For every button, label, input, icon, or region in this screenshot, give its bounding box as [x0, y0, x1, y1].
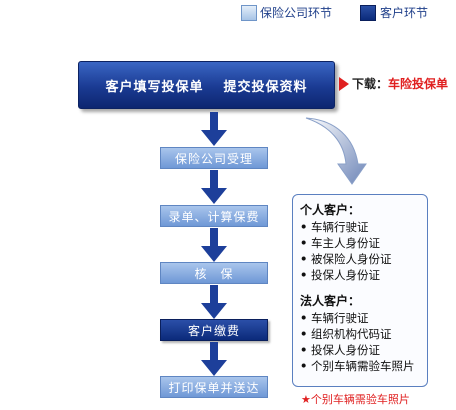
down-arrow-icon	[201, 112, 227, 146]
list-item: •组织机构代码证	[300, 327, 392, 341]
vehicle-photo-footnote: ★个别车辆需验车照片	[301, 393, 410, 406]
bullet-icon: •	[300, 252, 308, 266]
required-docs-panel: 个人客户： •车辆行驶证 •车主人身份证 •被保险人身份证 •投保人身份证 法人…	[292, 194, 428, 387]
legend-swatch-customer	[360, 5, 376, 21]
list-item: •被保险人身份证	[300, 252, 392, 266]
bullet-icon: •	[300, 220, 308, 234]
down-arrow-icon	[201, 342, 227, 376]
legend-label-company: 保险公司环节	[260, 6, 333, 20]
down-arrow-icon	[201, 170, 227, 204]
curved-arrow-icon	[305, 117, 367, 185]
list-item: •个别车辆需验车照片	[300, 359, 415, 373]
individual-docs-list: •车辆行驶证 •车主人身份证 •被保险人身份证 •投保人身份证	[300, 219, 427, 283]
bullet-icon: •	[300, 359, 308, 373]
step-underwriting: 核 保	[160, 262, 268, 284]
legend-label-customer: 客户环节	[380, 6, 429, 20]
bullet-icon: •	[300, 327, 308, 341]
bullet-icon: •	[300, 268, 308, 282]
legend-swatch-company	[241, 5, 257, 21]
individual-customer-title: 个人客户：	[300, 203, 361, 217]
fill-form-label: 客户填写投保单	[105, 79, 204, 95]
customer-submit-box: 客户填写投保单 提交投保资料	[78, 61, 335, 109]
list-item: •投保人身份证	[300, 268, 380, 282]
list-item: •车主人身份证	[300, 236, 380, 250]
download-form-link[interactable]: 车险投保单	[388, 77, 449, 91]
corporate-customer-title: 法人客户：	[300, 294, 361, 308]
step-print-deliver: 打印保单并送达	[160, 376, 268, 398]
bullet-icon: •	[300, 311, 308, 325]
down-arrow-icon	[201, 285, 227, 319]
download-prefix: 下载：	[352, 77, 389, 91]
bullet-icon: •	[300, 236, 308, 250]
list-item: •车辆行驶证	[300, 311, 369, 325]
download-line: 下载：车险投保单	[352, 76, 448, 92]
bullet-icon: •	[300, 343, 308, 357]
step-customer-pay: 客户缴费	[160, 319, 268, 341]
submit-docs-label: 提交投保资料	[223, 79, 308, 95]
corporate-docs-list: •车辆行驶证 •组织机构代码证 •投保人身份证 •个别车辆需验车照片	[300, 310, 427, 374]
list-item: •车辆行驶证	[300, 220, 369, 234]
step-company-accept: 保险公司受理	[160, 147, 268, 169]
list-item: •投保人身份证	[300, 343, 380, 357]
step-entry-calc-premium: 录单、计算保费	[160, 205, 268, 227]
down-arrow-icon	[201, 228, 227, 262]
triangle-right-icon	[339, 77, 349, 91]
